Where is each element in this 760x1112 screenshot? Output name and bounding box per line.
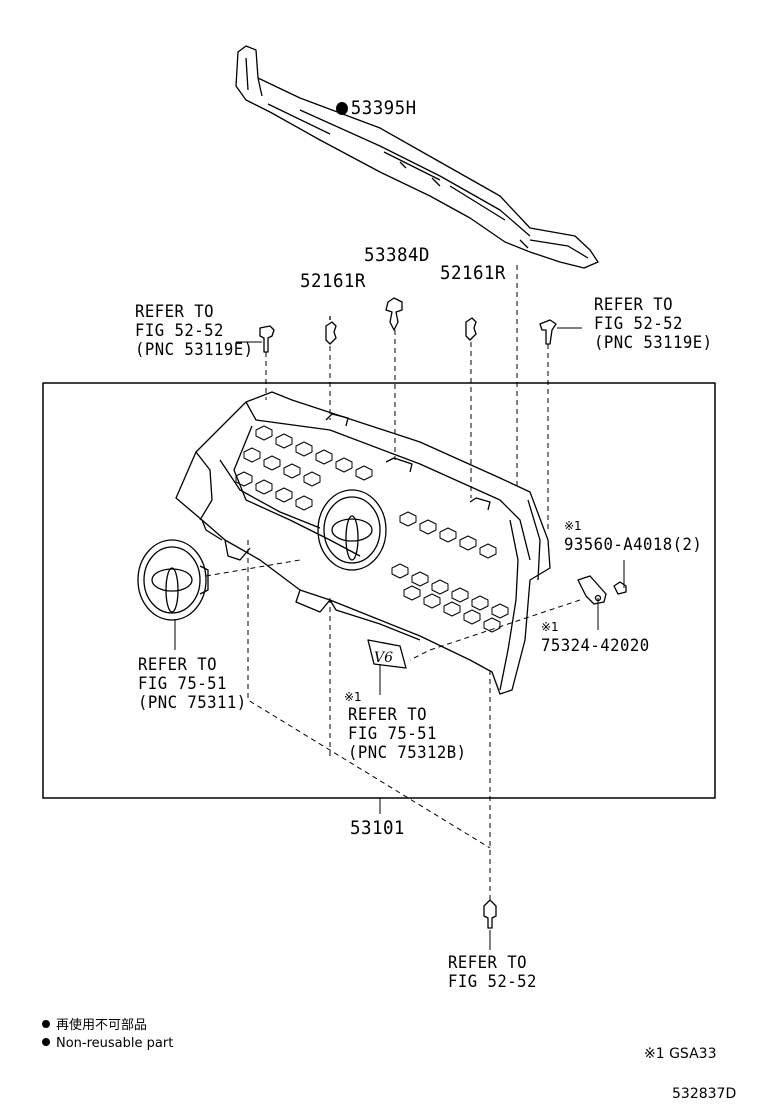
clip-right-part bbox=[465, 317, 477, 341]
v6-badge-part: V6 bbox=[367, 639, 407, 669]
part-number-93560: 93560-A4018(2) bbox=[564, 535, 703, 555]
non-reusable-dot-icon bbox=[336, 102, 348, 115]
clip-center-part bbox=[385, 297, 403, 331]
non-reusable-dot-icon bbox=[42, 1020, 50, 1028]
bracket-75324-part bbox=[577, 575, 607, 605]
variant-note: ※1 GSA33 bbox=[644, 1046, 717, 1062]
part-number-53101: 53101 bbox=[350, 817, 405, 839]
note-mark-screw: ※1 bbox=[564, 519, 582, 533]
non-reusable-dot-icon bbox=[42, 1038, 50, 1046]
part-number-53384D: 53384D bbox=[364, 244, 430, 266]
illustration-code: 532837D bbox=[672, 1086, 737, 1102]
screw-right-part bbox=[539, 319, 557, 345]
refer-right-line1: REFER TO bbox=[594, 295, 674, 315]
refer-left-line1: REFER TO bbox=[135, 302, 215, 322]
note-mark-bracket: ※1 bbox=[541, 620, 559, 634]
refer-bottom-line2: FIG 52-52 bbox=[448, 972, 537, 992]
refer-v6-line1: REFER TO bbox=[348, 705, 428, 725]
refer-right-line2: FIG 52-52 bbox=[594, 314, 683, 334]
radiator-grille-part bbox=[175, 391, 551, 695]
emblem-part bbox=[137, 539, 209, 621]
clip-left-part bbox=[325, 316, 337, 345]
part-number-53395H: 53395H bbox=[336, 97, 417, 119]
refer-emblem-line2: FIG 75-51 bbox=[138, 674, 227, 694]
refer-v6-line2: FIG 75-51 bbox=[348, 724, 437, 744]
refer-emblem-line1: REFER TO bbox=[138, 655, 218, 675]
refer-left-line3: (PNC 53119E) bbox=[135, 340, 254, 360]
screw-93560-part bbox=[613, 581, 627, 595]
legend-en: Non-reusable part bbox=[42, 1035, 173, 1052]
clip-bottom-part bbox=[483, 899, 497, 929]
refer-bottom-line1: REFER TO bbox=[448, 953, 528, 973]
refer-emblem-line3: (PNC 75311) bbox=[138, 693, 247, 713]
part-number-75324: 75324-42020 bbox=[541, 636, 650, 656]
legend-jp: 再使用不可部品 bbox=[42, 1017, 147, 1034]
refer-left-line2: FIG 52-52 bbox=[135, 321, 224, 341]
part-number-52161R-left: 52161R bbox=[300, 270, 366, 292]
refer-right-line3: (PNC 53119E) bbox=[594, 333, 713, 353]
refer-v6-line3: (PNC 75312B) bbox=[348, 743, 467, 763]
note-mark-v6: ※1 bbox=[344, 690, 362, 704]
assembly-frame bbox=[42, 382, 716, 799]
screw-left-part bbox=[259, 325, 275, 353]
part-number-52161R-right: 52161R bbox=[440, 262, 506, 284]
svg-text:V6: V6 bbox=[374, 650, 393, 666]
upper-retainer-part bbox=[235, 45, 599, 269]
